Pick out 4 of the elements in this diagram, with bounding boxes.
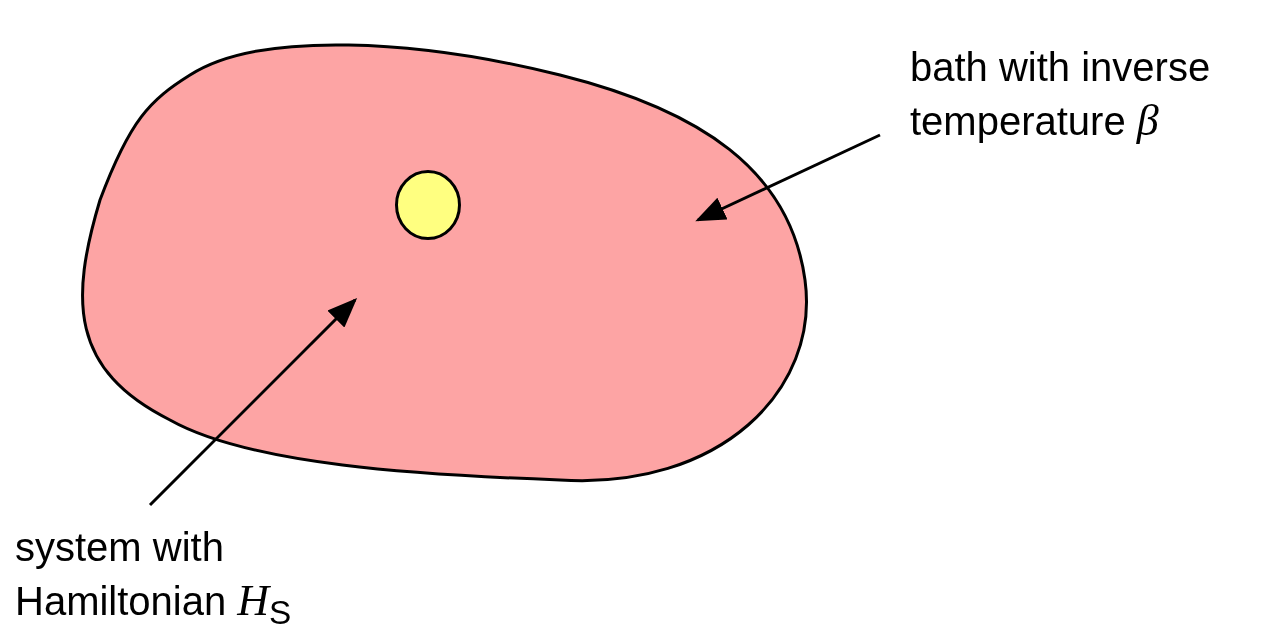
bath-label: bath with inverse temperature β	[910, 44, 1212, 147]
system-label: system with Hamiltonian H$_{S}$	[15, 524, 293, 633]
arrow	[148, 297, 358, 507]
arrow	[695, 133, 881, 222]
